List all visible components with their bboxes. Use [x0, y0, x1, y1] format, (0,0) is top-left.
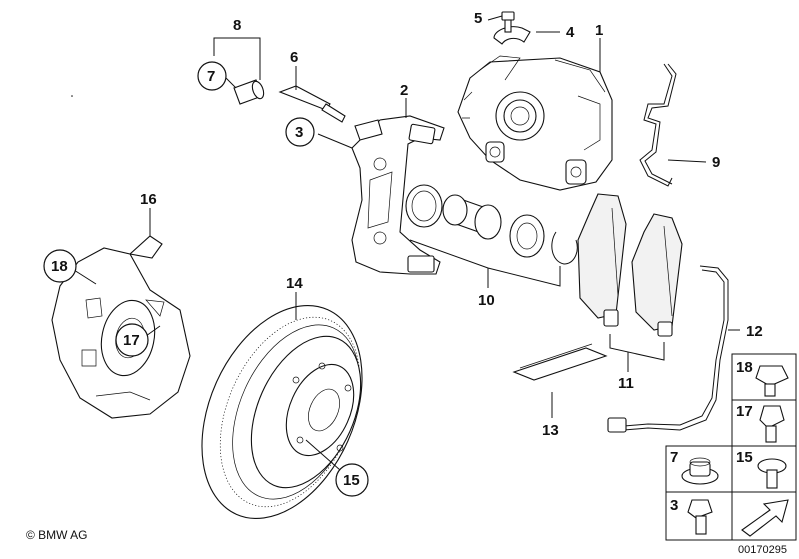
brake-disc-part[interactable] — [171, 280, 394, 543]
brake-pad-outer-part[interactable] — [631, 213, 683, 337]
svg-text:12: 12 — [746, 323, 763, 340]
svg-text:15: 15 — [736, 449, 753, 466]
retaining-ring-part[interactable] — [551, 231, 578, 265]
caliper-carrier-part[interactable] — [351, 115, 445, 275]
callout-11: 11 — [618, 375, 634, 392]
callout-8: 8 — [233, 17, 241, 34]
svg-text:13: 13 — [542, 422, 559, 439]
piston-seal-part[interactable] — [509, 214, 545, 258]
orientation-arrow-icon — [731, 491, 797, 541]
svg-text:10: 10 — [478, 292, 495, 309]
svg-text:5: 5 — [474, 10, 482, 27]
piston-part[interactable] — [442, 194, 502, 240]
svg-text:17: 17 — [123, 332, 140, 349]
svg-text:3: 3 — [670, 497, 678, 514]
callout-13: 13 — [542, 422, 559, 439]
leader-lines — [73, 15, 740, 471]
svg-text:11: 11 — [618, 375, 634, 392]
screw-part[interactable] — [501, 11, 515, 33]
brake-caliper-part[interactable] — [457, 55, 613, 191]
callout-5: 5 — [474, 10, 482, 27]
wear-sensor-part[interactable] — [607, 265, 729, 433]
svg-text:17: 17 — [736, 403, 753, 420]
brake-pad-inner-part[interactable] — [577, 193, 627, 327]
callout-2: 2 — [400, 82, 408, 99]
grease-packet-part[interactable] — [512, 343, 608, 381]
callout-16: 16 — [140, 191, 157, 208]
legend-item-3[interactable]: 3 — [665, 491, 733, 541]
svg-text:6: 6 — [290, 49, 298, 66]
callout-18: 18 — [43, 249, 77, 283]
legend-item-17[interactable]: 17 — [731, 399, 797, 447]
svg-text:7: 7 — [670, 449, 678, 466]
legend-item-15[interactable]: 15 — [731, 445, 797, 493]
callout-15: 15 — [335, 463, 369, 497]
guide-bolt-part[interactable] — [278, 85, 346, 123]
svg-text:4: 4 — [566, 24, 575, 41]
callout-17: 17 — [115, 323, 149, 357]
dust-seal-part[interactable] — [405, 184, 443, 228]
svg-text:8: 8 — [233, 17, 241, 34]
callout-1: 1 — [595, 22, 603, 39]
svg-text:15: 15 — [343, 472, 360, 489]
svg-text:9: 9 — [712, 154, 720, 171]
svg-text:2: 2 — [400, 82, 408, 99]
copyright-text: © BMW AG — [26, 528, 88, 542]
svg-text:16: 16 — [140, 191, 157, 208]
svg-text:18: 18 — [51, 258, 68, 275]
callout-9: 9 — [712, 154, 720, 171]
callout-3: 3 — [285, 117, 315, 147]
svg-text:18: 18 — [736, 359, 753, 376]
legend-item-18[interactable]: 18 — [731, 353, 797, 401]
guide-sleeve-part[interactable] — [233, 79, 266, 105]
spring-part[interactable] — [639, 63, 677, 187]
svg-text:3: 3 — [295, 124, 303, 141]
diagram-code: 00170295 — [738, 544, 787, 556]
decorative-dot — [71, 95, 73, 97]
callout-7: 7 — [197, 61, 227, 91]
callout-10: 10 — [478, 292, 495, 309]
svg-text:14: 14 — [286, 275, 303, 292]
clip-part[interactable] — [493, 26, 531, 45]
callout-6: 6 — [290, 49, 298, 66]
svg-text:7: 7 — [207, 68, 215, 85]
legend-item-7[interactable]: 7 — [665, 445, 733, 493]
callout-4: 4 — [566, 24, 575, 41]
callout-14: 14 — [286, 275, 303, 292]
callout-12: 12 — [746, 323, 763, 340]
svg-text:1: 1 — [595, 22, 603, 39]
